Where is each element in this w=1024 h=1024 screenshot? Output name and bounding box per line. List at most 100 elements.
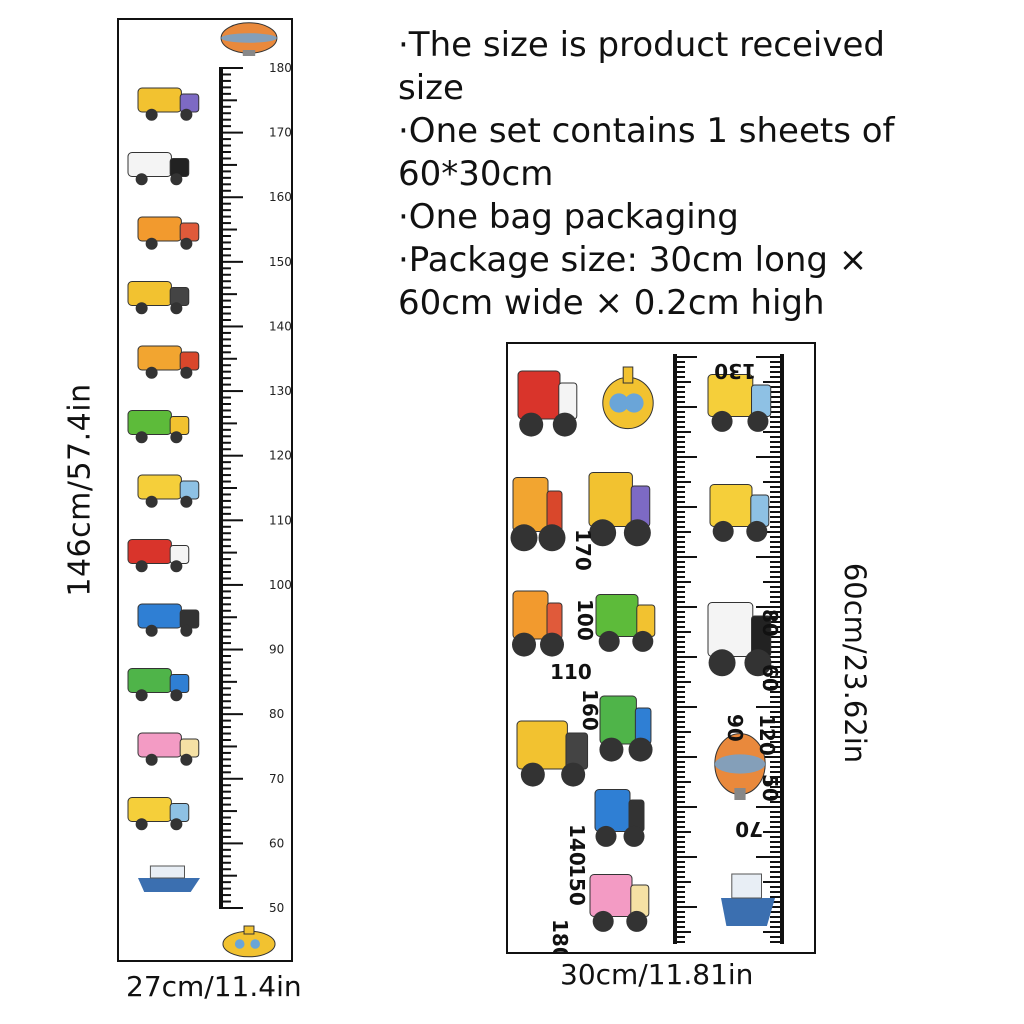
ruler-tick — [673, 381, 691, 383]
ruler-tick — [219, 92, 231, 95]
ruler-tick — [673, 776, 685, 778]
ruler-tick — [219, 861, 231, 864]
tick-label-100: 100 — [269, 578, 291, 592]
ruler-tick — [770, 741, 784, 743]
airship-icon — [714, 733, 766, 800]
ruler-tick — [673, 446, 685, 448]
ruler-tick — [673, 941, 685, 943]
ruler-tick — [219, 428, 231, 431]
fuel-tanker-icon — [137, 216, 200, 250]
ruler-tick — [219, 319, 231, 321]
ruler-tick — [219, 797, 231, 800]
ruler-tick — [219, 364, 231, 367]
ruler-tick — [756, 856, 784, 858]
ruler-tick — [219, 157, 231, 160]
ruler-tick — [673, 866, 685, 868]
ruler-tick — [770, 501, 784, 503]
ruler-tick — [770, 361, 784, 363]
ruler-tick — [219, 273, 231, 276]
ruler-tick — [673, 531, 691, 533]
ruler-tick — [673, 441, 685, 443]
ruler-tick — [770, 396, 784, 398]
ruler-tick — [763, 531, 784, 533]
ruler-tick — [219, 700, 231, 703]
description-line: ·One bag packaging — [398, 197, 739, 237]
ruler-tick — [673, 551, 685, 553]
ruler-tick — [770, 546, 784, 548]
ruler-tick — [219, 868, 231, 871]
ruler-tick — [673, 916, 685, 918]
ruler-tick — [673, 636, 685, 638]
tick-label-120: 120 — [269, 449, 291, 463]
ruler-tick — [770, 511, 784, 513]
airship-icon — [220, 22, 278, 56]
ruler-tick — [219, 835, 231, 838]
ruler-tick — [673, 386, 685, 388]
ruler-tick — [770, 686, 784, 688]
ruler-tick — [673, 586, 685, 588]
ruler-tick — [219, 370, 231, 373]
sheet-number-100: 100 — [573, 599, 597, 641]
ruler-tick — [219, 693, 231, 696]
ruler-tick — [219, 67, 243, 69]
ruler-tick — [763, 381, 784, 383]
ruler-tick — [219, 474, 231, 477]
ruler-tick — [673, 746, 685, 748]
ruler-tick — [673, 416, 685, 418]
ruler-tick — [770, 776, 784, 778]
ruler-tick — [673, 806, 697, 808]
ruler-tick — [770, 726, 784, 728]
tick-label-140: 140 — [269, 319, 291, 333]
boat-icon — [138, 865, 200, 892]
ruler-tick — [219, 448, 231, 451]
ruler-tick — [673, 456, 697, 458]
ruler-tick — [219, 739, 231, 741]
ruler-tick — [219, 848, 231, 851]
ruler-tick — [673, 761, 685, 763]
ruler-tick — [673, 926, 685, 928]
ruler-tick — [219, 396, 231, 399]
sheet-number-50: 50 — [758, 774, 782, 802]
ruler-tick — [219, 777, 243, 780]
ruler-tick — [770, 621, 784, 623]
ruler-tick — [770, 491, 784, 493]
ruler-tick — [673, 601, 685, 603]
ruler-tick — [673, 786, 685, 788]
ruler-tick — [770, 836, 784, 838]
ruler-tick — [219, 241, 231, 244]
description-line: 60*30cm — [398, 154, 554, 194]
sheet-number-150: 150 — [565, 864, 589, 906]
ruler-tick — [763, 881, 784, 883]
ruler-tick — [673, 826, 685, 828]
ruler-tick — [673, 906, 697, 908]
ruler-tick — [219, 512, 231, 515]
ruler-tick — [770, 476, 784, 478]
ruler-tick — [770, 371, 784, 373]
ruler-tick — [219, 532, 231, 535]
ruler-tick — [219, 667, 231, 670]
ruler-tick — [770, 611, 784, 613]
ruler-tick — [219, 616, 237, 619]
ruler-tick — [219, 247, 231, 250]
ruler-tick — [219, 745, 237, 748]
ruler-tick — [673, 491, 685, 493]
ruler-tick — [219, 293, 237, 296]
ruler-tick — [770, 486, 784, 488]
ruler-tick — [219, 480, 231, 483]
ruler-tick — [219, 383, 231, 386]
ruler-tick — [219, 331, 231, 334]
ruler-tick — [219, 163, 237, 166]
ruler-tick — [770, 421, 784, 423]
ruler-tick — [219, 441, 231, 444]
ruler-tick — [673, 546, 685, 548]
ruler-tick — [673, 621, 685, 623]
ruler-tick — [219, 538, 231, 541]
ruler-tick — [219, 661, 231, 664]
ruler-tick — [770, 526, 784, 528]
ruler-tick — [770, 891, 784, 893]
ruler-tick — [219, 235, 231, 237]
ruler-tick — [219, 751, 231, 754]
tick-label-90: 90 — [269, 643, 284, 657]
product-description: ·The size is product received size ·One … — [398, 24, 918, 325]
ruler-tick — [770, 436, 784, 438]
